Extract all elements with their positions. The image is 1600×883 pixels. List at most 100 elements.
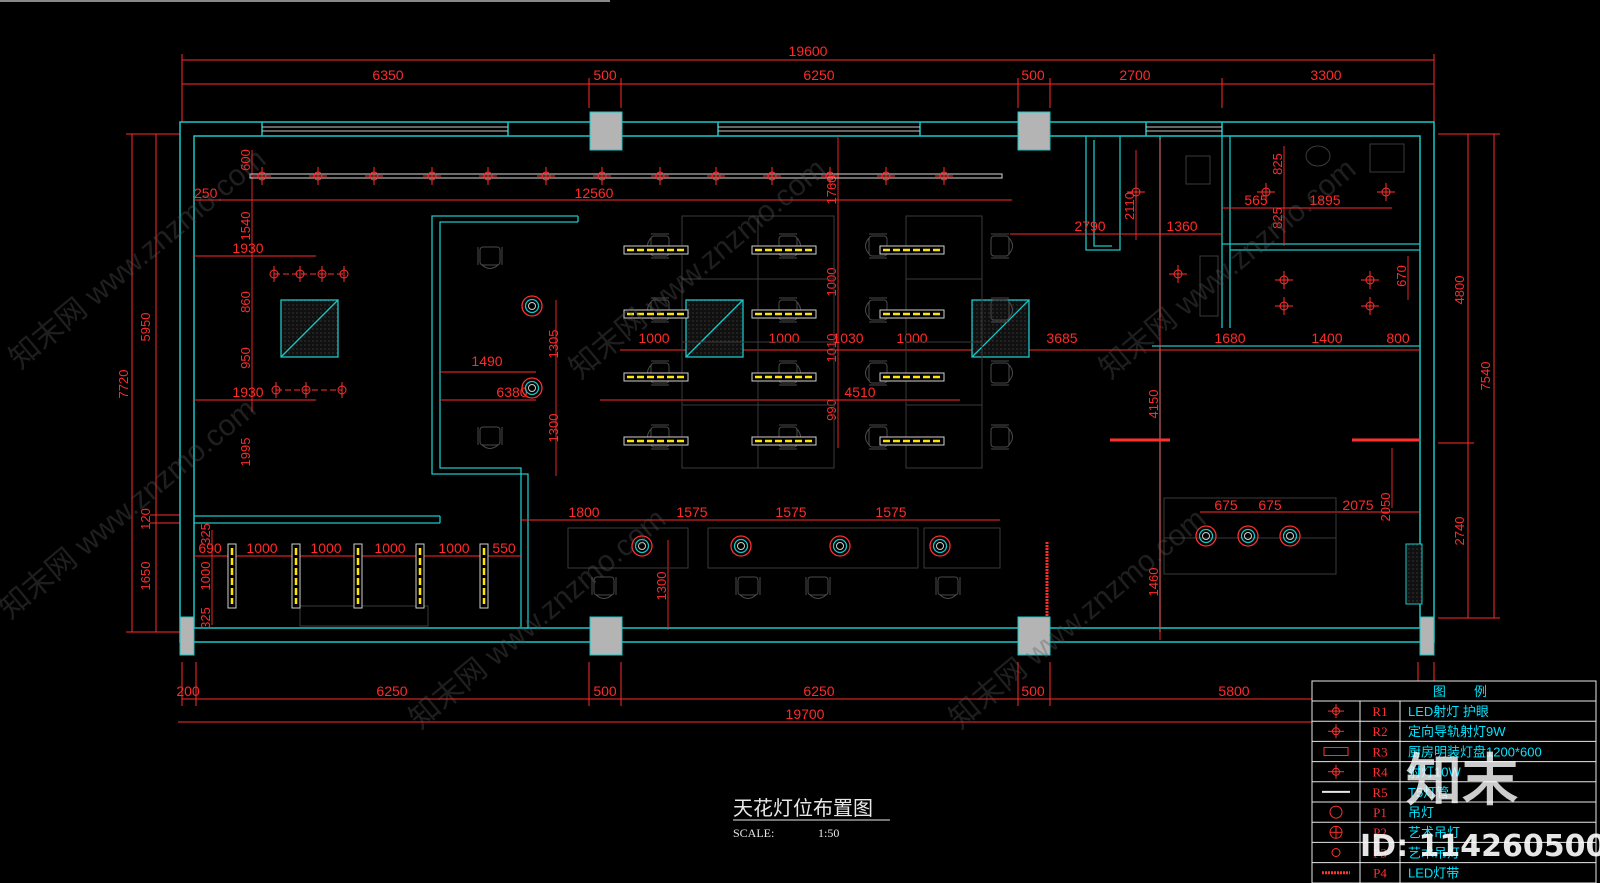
dim-bottom-seg-4: 6250 [803, 683, 834, 699]
bottom-dimension-lines [178, 662, 1435, 728]
pendant-icon [1279, 525, 1301, 547]
track-spot-icon [821, 167, 839, 185]
legend-code: P2 [1373, 825, 1387, 840]
dim-1000-a: 1000 [638, 330, 669, 346]
dim-1490: 1490 [471, 353, 502, 369]
chair-icon [805, 576, 831, 599]
dim-1300-work: 1300 [654, 572, 669, 601]
dim-1000-c: 1000 [896, 330, 927, 346]
dim-1460: 1460 [1146, 568, 1161, 597]
dim-690: 690 [198, 540, 222, 556]
toolbar-remnant [0, 0, 610, 2]
dim-bottom-seg-1: 200 [176, 683, 200, 699]
track-spot-icon [651, 167, 669, 185]
dim-1000-f: 1000 [310, 540, 341, 556]
cross-spot-icon [1169, 265, 1187, 283]
track-spot-icon [707, 167, 725, 185]
dim-1575-a: 1575 [676, 504, 707, 520]
top-light-track [249, 173, 1003, 179]
cross-spot-icon [1257, 183, 1275, 201]
pendant-icon [929, 535, 951, 557]
chair-icon [865, 297, 888, 323]
pendant-icon [829, 535, 851, 557]
dim-1030-b: 1030 [832, 330, 863, 346]
legend-label: 定向导轨射灯9W [1408, 724, 1506, 739]
dim-2110: 2110 [1122, 192, 1137, 220]
vertical-light-icon [291, 543, 301, 609]
dim-left-seg-2: 120 [138, 508, 153, 530]
dim-1800: 1800 [568, 504, 599, 520]
dim-600: 600 [238, 149, 253, 171]
top-dimension-lines [181, 54, 1435, 122]
art-pendant-icon [1329, 825, 1343, 839]
linear-light-icon [623, 436, 689, 446]
dim-left-seg-3: 1650 [138, 562, 153, 591]
pendant-lights [521, 295, 1301, 557]
vertical-light-icon [227, 543, 237, 609]
cross-spot-icon [1377, 183, 1395, 201]
dim-325-bottom: 325 [198, 607, 213, 629]
dim-top-seg-1: 6350 [372, 67, 403, 83]
dim-1360: 1360 [1166, 218, 1197, 234]
pendant-icon [521, 295, 543, 317]
cross-spot-icon [1328, 764, 1344, 779]
watermark-2: 知末网 www.znzmo.com [0, 392, 262, 625]
cross-spot-lights [269, 183, 1395, 398]
chair-icon [477, 246, 503, 269]
track-row-icon [271, 382, 347, 398]
window-frames [262, 126, 1222, 132]
dim-550: 550 [492, 540, 516, 556]
drawing-title-block: 天花灯位布置图 SCALE: 1:50 [733, 796, 890, 840]
track-spot-lights [253, 167, 953, 185]
dim-3685: 3685 [1046, 330, 1077, 346]
linear-light-icon [751, 436, 817, 446]
dim-565: 565 [1244, 192, 1268, 208]
dim-1895: 1895 [1309, 192, 1340, 208]
dim-1000-g: 1000 [374, 540, 405, 556]
legend-code: P1 [1373, 805, 1387, 820]
track-spot-icon [1328, 724, 1344, 739]
dim-250: 250 [194, 185, 218, 201]
small-circle-icon [1331, 848, 1341, 857]
drawing-title: 天花灯位布置图 [733, 796, 873, 820]
dim-1995: 1995 [238, 438, 253, 467]
side-panel [1405, 543, 1423, 605]
vertical-light-icon [479, 543, 489, 609]
dim-1000-i: 1000 [198, 562, 213, 591]
chair-icon [591, 576, 617, 599]
linear-light-icon [879, 436, 945, 446]
dim-right-seg-2: 2740 [1452, 517, 1467, 546]
pendant-icon [730, 535, 752, 557]
dim-6380: 6380 [496, 384, 527, 400]
chair-icon [990, 360, 1013, 386]
track-spot-icon [365, 167, 383, 185]
linear-led-lights [623, 245, 945, 446]
linear-light-icon [879, 372, 945, 382]
dim-bottom-total: 19700 [786, 706, 825, 722]
track-spot-icon [309, 167, 327, 185]
interior-partitions [194, 136, 1420, 632]
dim-top-seg-3: 6250 [803, 67, 834, 83]
legend-code: R2 [1372, 724, 1387, 739]
track-spot-icon [877, 167, 895, 185]
dim-825-a: 825 [1270, 153, 1285, 175]
dim-1540: 1540 [238, 212, 253, 241]
chair-icon [477, 426, 503, 449]
interior-dimension-lines [194, 136, 1420, 640]
chair-icon [735, 576, 761, 599]
dim-2790: 2790 [1074, 218, 1105, 234]
chair-icon [990, 297, 1013, 323]
left-dimension-lines [126, 133, 180, 633]
dim-left-outer: 7720 [116, 370, 131, 399]
dim-670: 670 [1394, 265, 1409, 287]
cross-spot-icon [1275, 271, 1293, 289]
legend-code: P3 [1373, 845, 1387, 860]
chair-icon [990, 424, 1013, 450]
dim-2050: 2050 [1378, 493, 1393, 522]
cross-spot-icon [1361, 297, 1379, 315]
